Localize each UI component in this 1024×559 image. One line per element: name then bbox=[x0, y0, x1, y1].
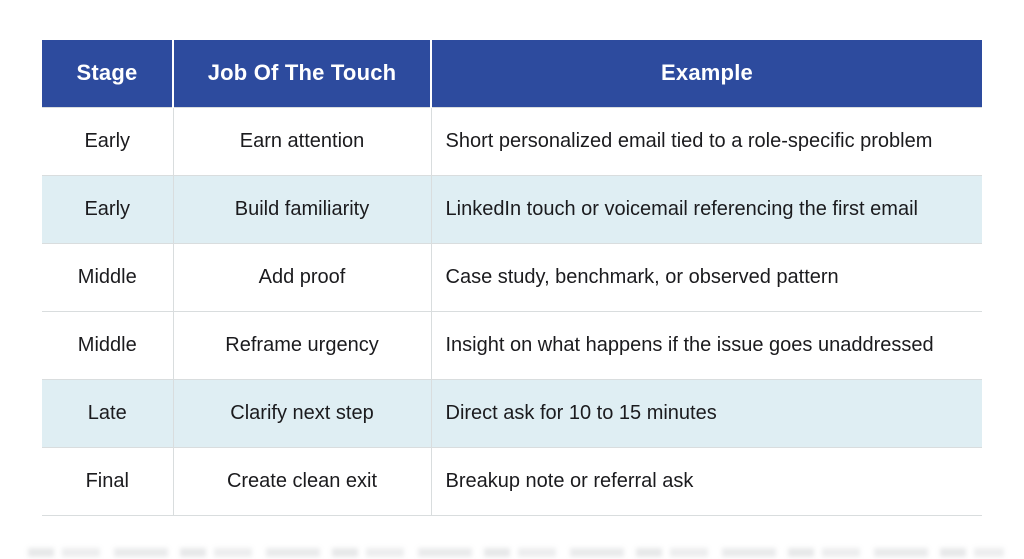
table-row: Middle Reframe urgency Insight on what h… bbox=[42, 310, 982, 379]
example-cell: Breakup note or referral ask bbox=[430, 446, 982, 516]
example-cell: Direct ask for 10 to 15 minutes bbox=[430, 378, 982, 447]
column-header-job: Job Of The Touch bbox=[172, 40, 431, 107]
table-row: Final Create clean exit Breakup note or … bbox=[42, 446, 982, 516]
stage-cell: Final bbox=[42, 446, 173, 516]
job-cell: Add proof bbox=[172, 242, 431, 311]
job-cell: Clarify next step bbox=[172, 378, 431, 447]
example-cell: LinkedIn touch or voicemail referencing … bbox=[430, 174, 982, 243]
job-cell: Earn attention bbox=[172, 106, 431, 175]
example-cell: Insight on what happens if the issue goe… bbox=[430, 310, 982, 379]
table-row: Middle Add proof Case study, benchmark, … bbox=[42, 242, 982, 311]
cropped-content-artifact bbox=[28, 548, 1004, 557]
touch-plan-table: Stage Job Of The Touch Example Early Ear… bbox=[42, 40, 982, 516]
stage-cell: Early bbox=[42, 106, 173, 175]
job-cell: Reframe urgency bbox=[172, 310, 431, 379]
table-header: Stage Job Of The Touch Example bbox=[42, 40, 982, 107]
table-row: Late Clarify next step Direct ask for 10… bbox=[42, 378, 982, 447]
table-row: Early Build familiarity LinkedIn touch o… bbox=[42, 174, 982, 243]
table-body: Early Earn attention Short personalized … bbox=[42, 106, 982, 516]
job-cell: Create clean exit bbox=[172, 446, 431, 516]
column-header-stage: Stage bbox=[42, 40, 173, 107]
stage-cell: Middle bbox=[42, 242, 173, 311]
stage-cell: Middle bbox=[42, 310, 173, 379]
example-cell: Case study, benchmark, or observed patte… bbox=[430, 242, 982, 311]
header-row: Stage Job Of The Touch Example bbox=[42, 40, 982, 107]
table-row: Early Earn attention Short personalized … bbox=[42, 106, 982, 175]
column-header-example: Example bbox=[430, 40, 982, 107]
stage-cell: Late bbox=[42, 378, 173, 447]
job-cell: Build familiarity bbox=[172, 174, 431, 243]
example-cell: Short personalized email tied to a role-… bbox=[430, 106, 982, 175]
stage-cell: Early bbox=[42, 174, 173, 243]
